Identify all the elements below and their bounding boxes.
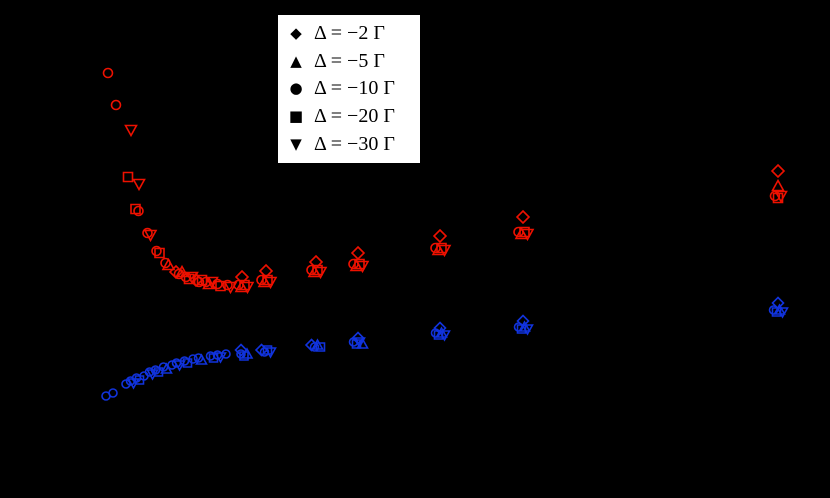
legend-circle-icon: ● — [289, 79, 303, 98]
legend-diamond-icon: ◆ — [290, 24, 302, 43]
legend-item: ▲ Δ = −5 Γ — [286, 48, 408, 75]
legend-triangle-down-icon: ▼ — [290, 134, 302, 153]
legend-item: ◆ Δ = −2 Γ — [286, 20, 408, 47]
legend-label: Δ = −2 Γ — [314, 22, 385, 45]
legend-item: ▼ Δ = −30 Γ — [286, 131, 408, 158]
legend-item: ■ Δ = −20 Γ — [286, 103, 408, 130]
legend-label: Δ = −20 Γ — [314, 105, 395, 128]
legend-item: ● Δ = −10 Γ — [286, 75, 408, 102]
legend: ◆ Δ = −2 Γ ▲ Δ = −5 Γ ● Δ = −10 Γ ■ Δ = … — [276, 13, 422, 165]
legend-label: Δ = −10 Γ — [314, 77, 395, 100]
legend-triangle-up-icon: ▲ — [290, 51, 302, 70]
legend-label: Δ = −30 Γ — [314, 132, 395, 155]
legend-label: Δ = −5 Γ — [314, 49, 385, 72]
legend-square-icon: ■ — [288, 107, 304, 126]
